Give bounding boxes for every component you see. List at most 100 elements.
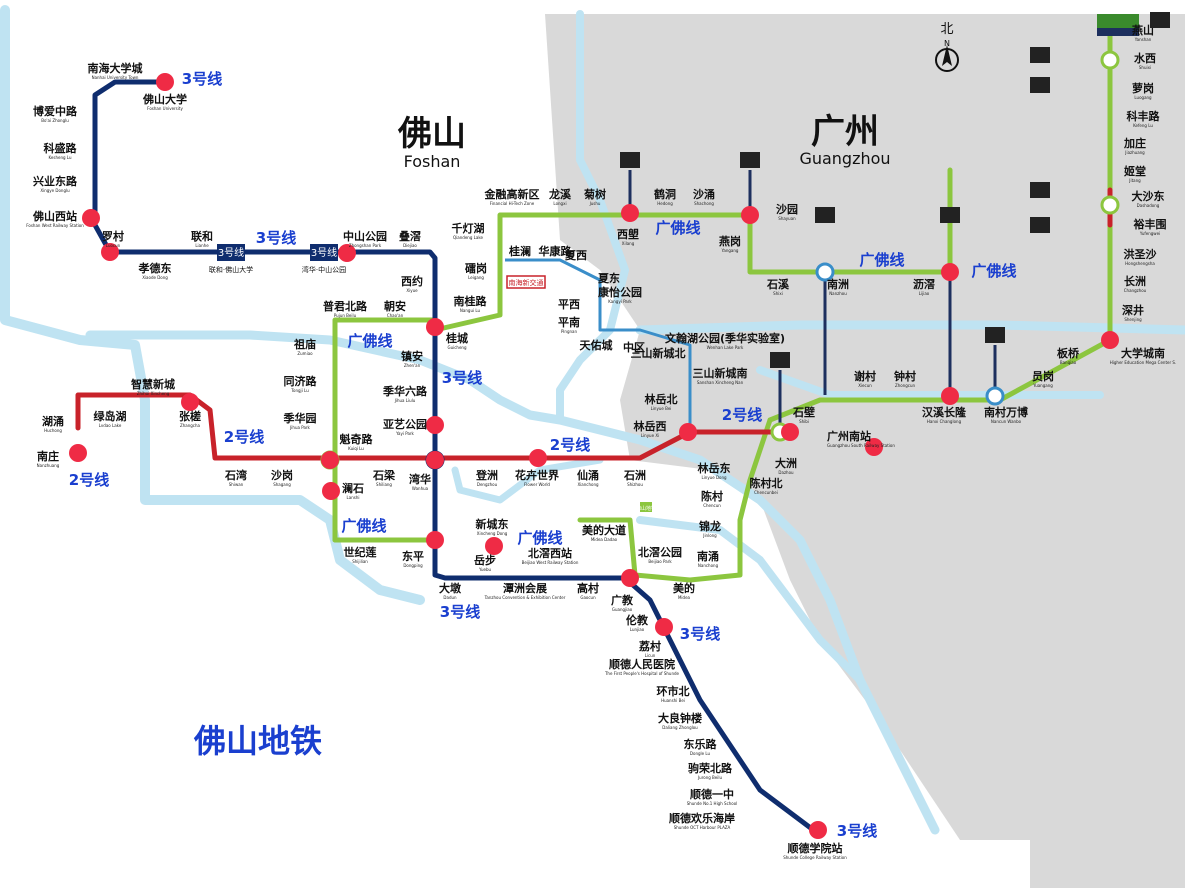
guangfo-7 bbox=[577, 417, 773, 583]
station-marker bbox=[156, 73, 174, 91]
station-name-en: Lianhe bbox=[195, 243, 209, 248]
annotation-label: 广佛线 bbox=[517, 529, 562, 547]
station-name-en: Dongping bbox=[403, 563, 423, 568]
station-name: 镇安 bbox=[401, 349, 423, 363]
svg-text:南海新交通: 南海新交通 bbox=[509, 278, 544, 287]
station-name-en: Diejiao bbox=[403, 243, 417, 248]
station-name: 陈村北 bbox=[750, 476, 783, 490]
guangzhou-line-icon bbox=[1030, 47, 1050, 63]
annotation-label: 广佛线 bbox=[347, 332, 392, 350]
station-name-en: Jiazhuang bbox=[1124, 150, 1145, 155]
interchange-ring bbox=[1100, 50, 1120, 70]
station-name: 石洲 bbox=[623, 469, 646, 482]
annotation-label: 3号线 bbox=[440, 603, 480, 621]
station-name-en: Yuebu bbox=[478, 567, 492, 572]
station-name: 菊树 bbox=[584, 187, 606, 201]
station-name-en: The First People's Hospital of Shunde bbox=[604, 671, 680, 676]
station-name-en: Nanchong bbox=[698, 563, 719, 568]
station-name-en: Linyue Dong bbox=[701, 475, 727, 480]
station-name: 佛山大学 bbox=[142, 92, 187, 106]
station-name: 博爱中路 bbox=[33, 104, 78, 118]
station-name-en: Guicheng bbox=[447, 345, 466, 350]
station-name: 大学城南 bbox=[1121, 346, 1165, 360]
annotation-label: 3号线 bbox=[442, 369, 482, 387]
annotation-label: 广佛线 bbox=[859, 251, 904, 269]
station-name: 季华六路 bbox=[382, 384, 428, 398]
station-name: 西塱 bbox=[617, 227, 639, 241]
station-name-en: Xiyue bbox=[406, 288, 418, 293]
station-name-en: Shachong bbox=[694, 201, 714, 206]
guangzhou-line-icon bbox=[620, 152, 640, 168]
station-name: 水西 bbox=[1134, 51, 1156, 65]
station-name-en: Nanzhou bbox=[829, 291, 847, 296]
station-name: 金融高新区 bbox=[484, 187, 540, 201]
line-3 bbox=[92, 79, 823, 838]
station-name: 世纪莲 bbox=[344, 545, 377, 559]
station-s107: 平西 bbox=[558, 298, 580, 311]
svg-text:联和·佛山大学: 联和·佛山大学 bbox=[209, 265, 253, 274]
annotation-label: 广佛线 bbox=[655, 219, 700, 237]
station-name-en: Shizhou bbox=[627, 482, 643, 487]
red-markers bbox=[69, 73, 1119, 839]
station-name-en: Yuangang bbox=[1032, 383, 1053, 388]
station-name: 沙园 bbox=[776, 203, 798, 216]
station-name-en: Daliang Zhonglou bbox=[662, 725, 698, 730]
station-s112: 天佑城 bbox=[580, 338, 613, 352]
station-name: 顺德人民医院 bbox=[609, 657, 675, 671]
station-name: 北滘公园 bbox=[638, 545, 682, 559]
station-name: 朝安 bbox=[384, 299, 406, 313]
station-name: 登洲 bbox=[475, 468, 498, 482]
station-name-en: Shayuan bbox=[778, 216, 796, 221]
svg-text:N: N bbox=[944, 39, 950, 48]
station-name-en: Zhongshan Park bbox=[349, 243, 382, 248]
station-name-en: Shenjing bbox=[1124, 317, 1142, 322]
foshan-title: 佛山 bbox=[397, 114, 466, 154]
station-name-en: Zhongcun bbox=[895, 383, 916, 388]
station-name: 三山新城北 bbox=[631, 346, 686, 360]
station-name: 普君北路 bbox=[323, 299, 368, 313]
station-name: 中山公园 bbox=[343, 229, 387, 243]
station-name: 东乐路 bbox=[684, 737, 718, 751]
station-name-en: Linyue Bei bbox=[651, 406, 672, 411]
station-name-en: Nanzhuang bbox=[37, 463, 60, 468]
station-name: 广教 bbox=[611, 593, 634, 607]
station-name-en: Xincheng Dong bbox=[477, 531, 508, 536]
station-name: 顺德欢乐海岸 bbox=[669, 811, 735, 825]
station-name-en: Linyue Xi bbox=[641, 433, 659, 438]
interchange-ring bbox=[815, 262, 835, 282]
station-name: 驹荣北路 bbox=[688, 761, 733, 775]
station-name: 顺德一中 bbox=[690, 787, 734, 801]
station-name-en: Xingye Donglu bbox=[40, 188, 70, 193]
station-name: 萝岗 bbox=[1132, 81, 1154, 95]
station-name: 员岗 bbox=[1032, 369, 1054, 383]
